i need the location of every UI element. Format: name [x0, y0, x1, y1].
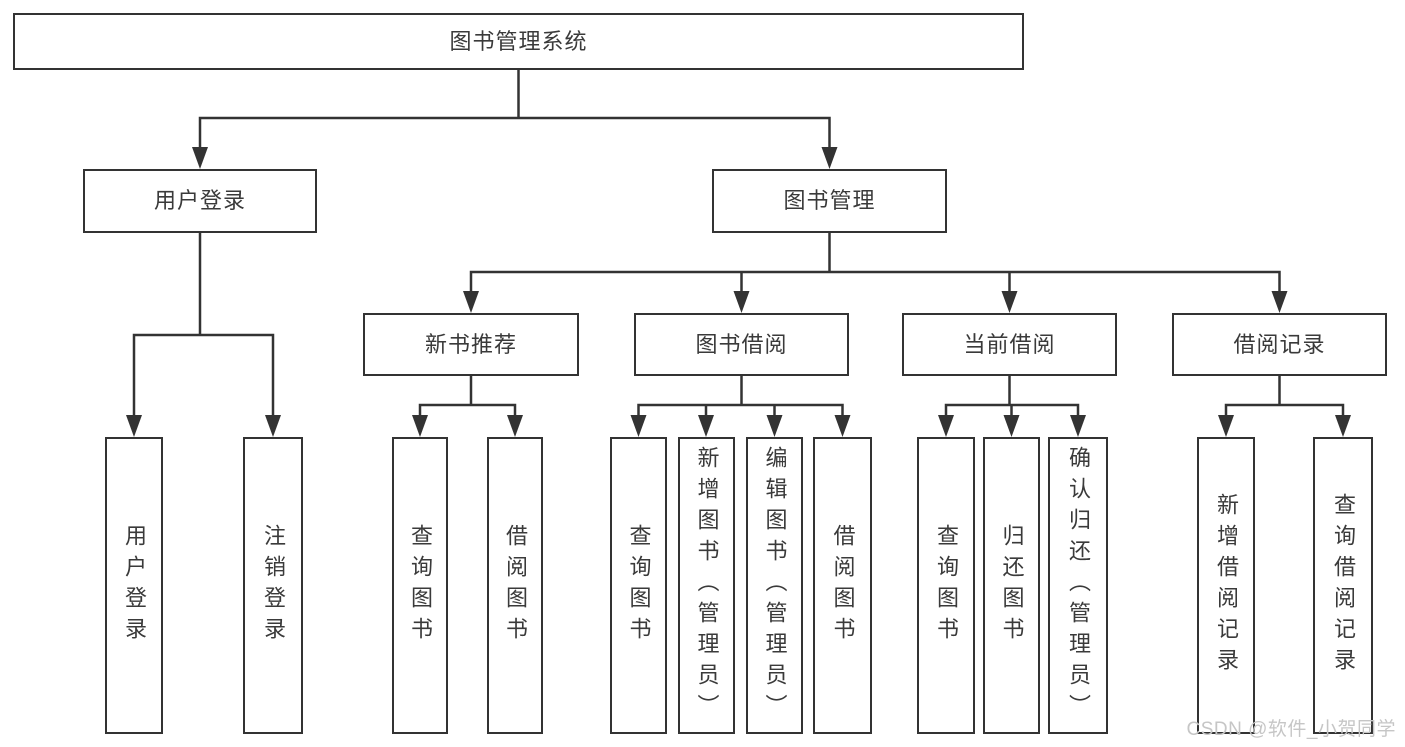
node-cb-query-books: 查询图书: [917, 437, 975, 734]
node-label: 图书管理系统: [449, 28, 588, 54]
node-bb-edit-books: 编辑图书（管理员）: [746, 437, 803, 734]
node-bb-borrow-books: 借阅图书: [813, 437, 872, 734]
node-label: 查询图书: [934, 523, 959, 648]
node-label: 借阅图书: [503, 523, 528, 648]
node-label: 用户登录: [153, 188, 246, 213]
node-bb-add-books: 新增图书（管理员）: [678, 437, 735, 734]
node-leaf-logout: 注销登录: [243, 437, 303, 734]
node-label: 新书推荐: [424, 331, 517, 357]
node-label: 借阅图书: [830, 523, 856, 648]
node-label: 新增借阅记录: [1214, 492, 1239, 679]
node-book-borrowing: 图书借阅: [634, 313, 849, 376]
watermark: CSDN @软件_小贺同学: [1186, 719, 1396, 740]
node-label: 编辑图书（管理员）: [762, 446, 788, 725]
node-br-query-record: 查询借阅记录: [1313, 437, 1373, 734]
node-label: 查询图书: [408, 523, 433, 648]
node-br-add-record: 新增借阅记录: [1197, 437, 1255, 734]
node-nb-borrow-books: 借阅图书: [487, 437, 543, 734]
node-root: 图书管理系统: [13, 13, 1024, 70]
node-label: 图书借阅: [695, 331, 788, 357]
node-label: 图书管理: [783, 188, 876, 213]
arrowhead-icons: [126, 147, 1351, 437]
node-label: 查询借阅记录: [1331, 492, 1356, 679]
node-current-borrowing: 当前借阅: [902, 313, 1117, 376]
node-label: 注销登录: [261, 523, 286, 648]
node-cb-return-books: 归还图书: [983, 437, 1040, 734]
node-bb-query-books: 查询图书: [610, 437, 667, 734]
node-new-book-recommend: 新书推荐: [363, 313, 579, 376]
node-label: 确认归还（管理员）: [1066, 446, 1091, 725]
node-label: 当前借阅: [963, 331, 1056, 357]
node-cb-confirm-return: 确认归还（管理员）: [1048, 437, 1108, 734]
node-book-management: 图书管理: [712, 169, 947, 233]
node-leaf-user-login: 用户登录: [105, 437, 163, 734]
node-borrow-records: 借阅记录: [1172, 313, 1387, 376]
node-user-login: 用户登录: [83, 169, 317, 233]
node-label: 查询图书: [626, 523, 652, 648]
node-label: 新增图书（管理员）: [694, 446, 720, 725]
node-nb-query-books: 查询图书: [392, 437, 448, 734]
node-label: 归还图书: [999, 523, 1025, 648]
node-label: 借阅记录: [1233, 331, 1326, 357]
node-label: 用户登录: [122, 523, 147, 648]
